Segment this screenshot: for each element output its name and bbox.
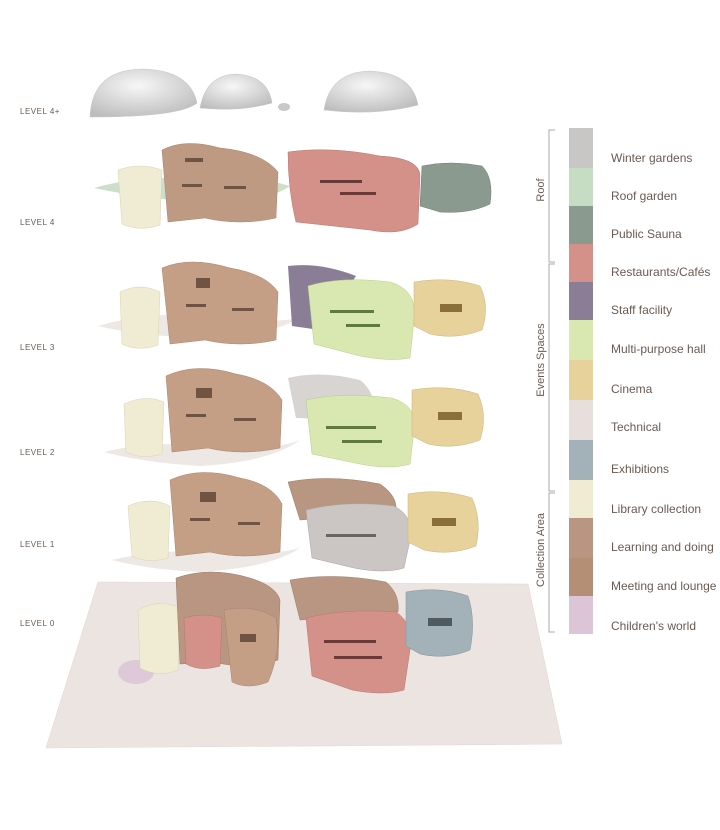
legend-label-roof-garden: Roof garden (611, 189, 678, 203)
swatch-multi-purpose-hall (569, 320, 593, 360)
level-2-volumes (104, 368, 484, 468)
level-4-volumes (94, 143, 492, 233)
legend-label-learning-and-doing: Learning and doing (611, 540, 714, 554)
level-4plus-volumes (89, 68, 419, 118)
legend-label-technical: Technical (611, 420, 662, 434)
level-3-volumes (98, 261, 486, 360)
swatch-meeting-and-lounge (569, 558, 593, 596)
level-label-0: LEVEL 0 (20, 619, 55, 628)
swatch-cinema (569, 360, 593, 400)
legend-label-exhibitions: Exhibitions (611, 462, 670, 476)
legend-group-collection-area: Collection Area (535, 513, 547, 587)
legend-label-childrens-world: Children's world (611, 619, 696, 633)
swatch-restaurants-cafes (569, 244, 593, 282)
level-label-1: LEVEL 1 (20, 540, 55, 549)
level-label-3: LEVEL 3 (20, 343, 55, 352)
legend-label-winter-gardens: Winter gardens (611, 151, 693, 165)
swatch-roof-garden (569, 168, 593, 206)
legend-group-roof: Roof (535, 178, 547, 202)
level-1-volumes (112, 472, 479, 572)
legend-label-restaurants-cafes: Restaurants/Cafés (611, 265, 711, 279)
level-0-volumes (45, 571, 563, 749)
swatch-staff-facility (569, 282, 593, 320)
level-label-4: LEVEL 4 (20, 218, 55, 227)
legend-label-meeting-and-lounge: Meeting and lounge (611, 579, 717, 593)
legend-label-public-sauna: Public Sauna (611, 227, 682, 241)
legend-group-events-spaces: Events Spaces (535, 323, 547, 397)
swatch-learning-and-doing (569, 518, 593, 558)
swatch-exhibitions (569, 440, 593, 480)
level-label-2: LEVEL 2 (20, 448, 55, 457)
legend-label-cinema: Cinema (611, 382, 653, 396)
swatch-technical (569, 400, 593, 440)
legend-label-multi-purpose-hall: Multi-purpose hall (611, 342, 706, 356)
swatch-public-sauna (569, 206, 593, 244)
swatch-childrens-world (569, 596, 593, 634)
level-label-4plus: LEVEL 4+ (20, 107, 60, 116)
legend-label-library-collection: Library collection (611, 502, 702, 516)
legend-label-staff-facility: Staff facility (611, 303, 673, 317)
swatch-library-collection (569, 480, 593, 518)
swatch-winter-gardens (569, 128, 593, 168)
